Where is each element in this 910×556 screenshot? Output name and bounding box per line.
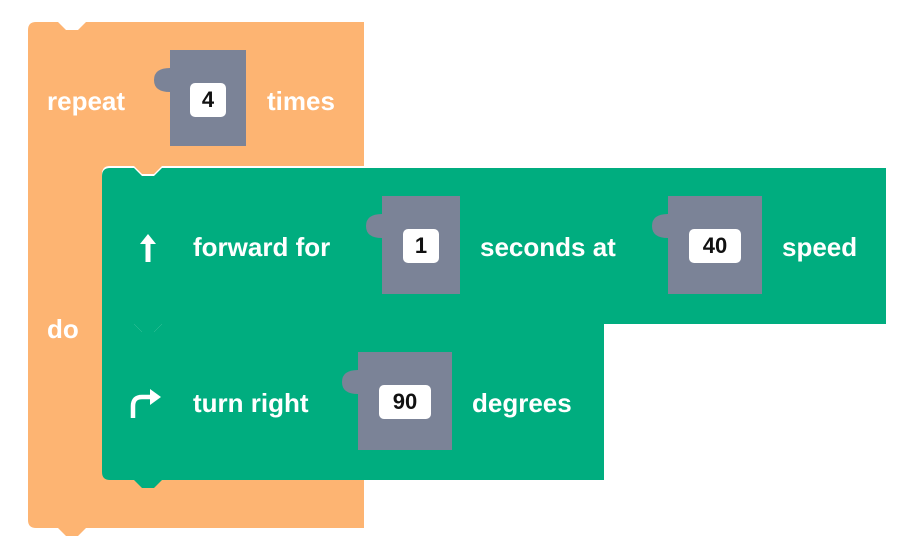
degrees-value[interactable]: 90 (379, 385, 431, 419)
turn-right-arrow-icon (130, 389, 161, 418)
repeat-label: repeat (47, 86, 126, 116)
degrees-label: degrees (472, 388, 572, 418)
forward-for-label: forward for (193, 232, 331, 262)
speed-label: speed (782, 232, 858, 262)
seconds-value[interactable]: 1 (403, 229, 439, 263)
do-label: do (47, 314, 79, 344)
times-label: times (267, 86, 335, 116)
turn-right-label: turn right (193, 388, 309, 418)
repeat-count-value[interactable]: 4 (190, 83, 226, 117)
speed-value[interactable]: 40 (689, 229, 741, 263)
arrow-up-icon (140, 234, 156, 262)
seconds-at-label: seconds at (480, 232, 616, 262)
